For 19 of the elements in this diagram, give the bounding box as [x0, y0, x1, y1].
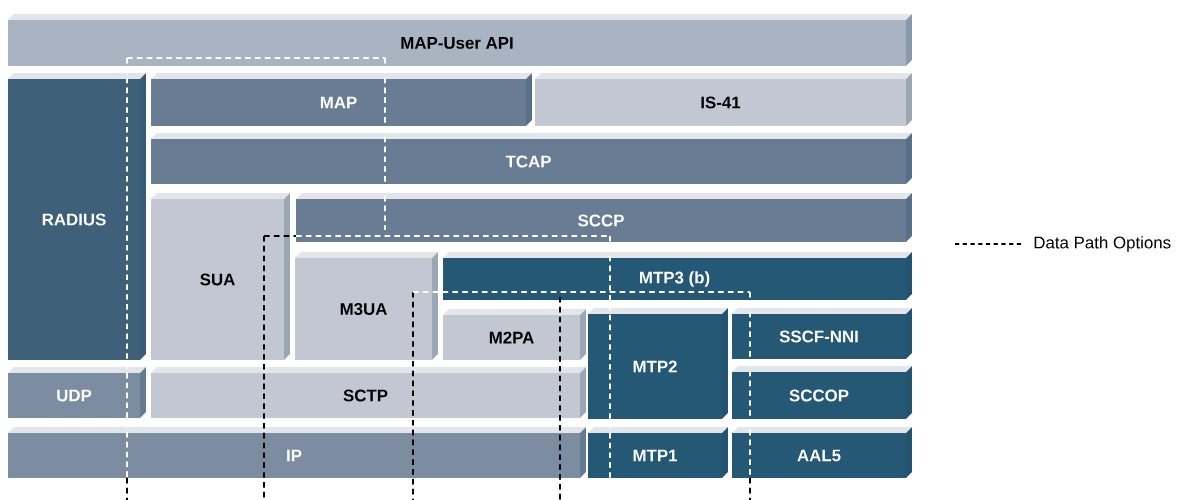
- protocol-layer-box: SSCF-NNI: [732, 308, 912, 359]
- protocol-layer-box: MTP1: [588, 427, 728, 478]
- protocol-layer-box: MAP: [151, 73, 532, 126]
- legend-text: Data Path Options: [1034, 236, 1171, 252]
- protocol-layer-box: RADIUS: [8, 73, 146, 360]
- protocol-layer-box: IP: [8, 427, 586, 478]
- protocol-layer-box: MAP-User API: [8, 14, 912, 66]
- protocol-layer-box: M3UA: [295, 252, 438, 360]
- protocol-layer-box: UDP: [8, 367, 146, 418]
- protocol-layer-box: SCCP: [296, 193, 912, 242]
- protocol-layer-box: MTP3 (b): [443, 252, 912, 300]
- protocol-layer-box: TCAP: [151, 133, 912, 184]
- protocol-layer-box: SUA: [151, 193, 290, 360]
- protocol-layer-box: M2PA: [443, 309, 586, 360]
- protocol-layer-box: MTP2: [588, 308, 728, 419]
- protocol-layer-box: SCCOP: [732, 366, 912, 419]
- protocol-layer-box: SCTP: [151, 367, 586, 418]
- protocol-layer-box: AAL5: [732, 427, 912, 478]
- protocol-layer-box: IS-41: [535, 73, 912, 126]
